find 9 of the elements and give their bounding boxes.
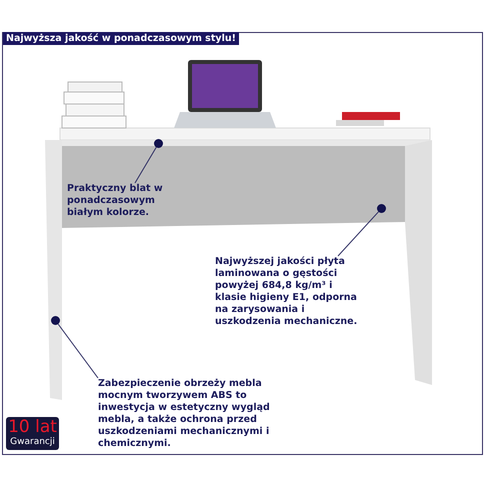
leader-line xyxy=(338,211,379,256)
callout-text: Praktyczny blat w ponadczasowym białym kolorze. xyxy=(67,183,164,219)
warranty-text: Gwarancji xyxy=(9,437,56,448)
warranty-years: 10 lat xyxy=(7,418,58,437)
callout-text: Najwyższej jakości płyta laminowana o gęstości powyżej 684,8 kg/m³ i klasie higieny E1, odporna na zarysowania i uszkodzenia mechaniczne. xyxy=(215,256,358,328)
leader-line xyxy=(134,146,157,184)
callout-text: Zabezpieczenie obrzeży mebla mocnym tworzywem ABS to inwestycja w estetyczny wygląd mebla, a także ochrona przed uszkodzeniami mechanicznymi i chemicznymi. xyxy=(98,378,271,450)
title-banner: Najwyższa jakość w ponadczasowym stylu! xyxy=(3,32,239,45)
leader-line xyxy=(58,324,98,378)
